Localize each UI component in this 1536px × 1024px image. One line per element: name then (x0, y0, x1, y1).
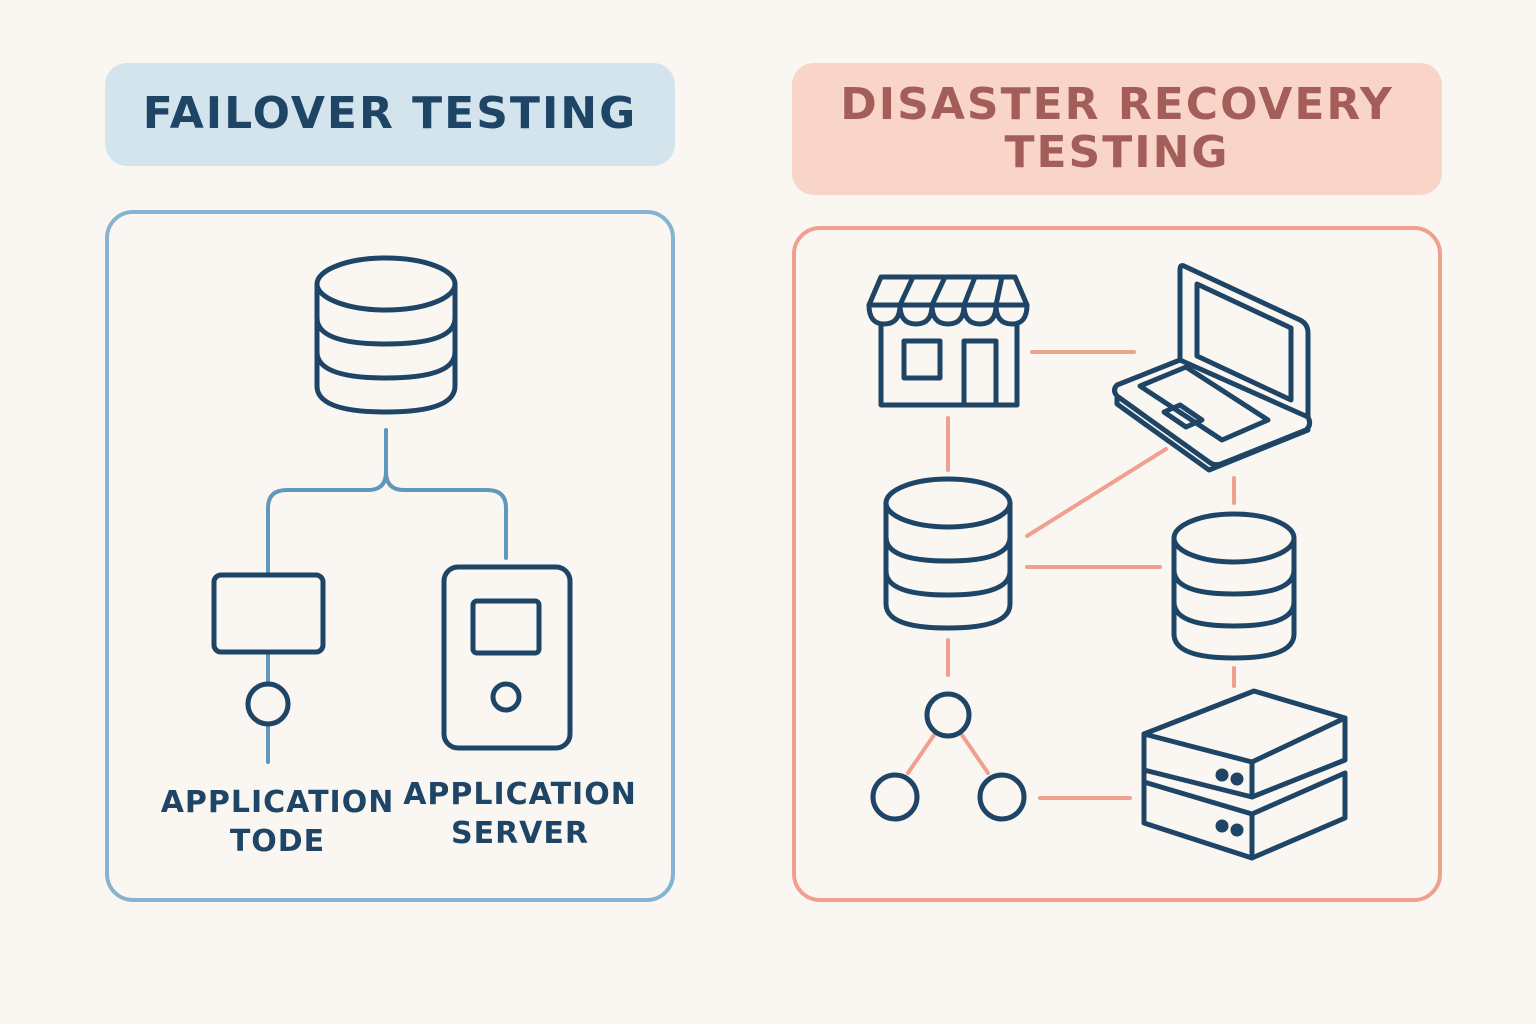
recovery-connector-lines (946, 350, 1236, 800)
failover-testing-panel (105, 210, 675, 902)
application-node-label-line2: TODE (229, 824, 326, 859)
failover-testing-title: FAILOVER TESTING (142, 88, 638, 140)
disaster-recovery-title-line1: DISASTER RECOVERY (840, 78, 1394, 130)
application-server-label-line1: APPLICATION (403, 777, 637, 812)
server-rack-icon (1141, 688, 1348, 861)
laptop-icon (1112, 263, 1313, 473)
disaster-recovery-title-line2: TESTING (1004, 127, 1230, 178)
failover-connector-lines (266, 428, 508, 764)
application-node-label: APPLICATION TODE (160, 783, 395, 861)
network-nodes-icon (870, 691, 1027, 822)
database-icon (314, 255, 458, 415)
application-node-label-line1: APPLICATION (160, 785, 395, 820)
database-icon (883, 476, 1013, 631)
application-node-icon (211, 572, 326, 727)
database-icon (1171, 511, 1297, 661)
failover-testing-header: FAILOVER TESTING (105, 63, 675, 166)
application-server-icon (441, 564, 573, 751)
disaster-recovery-testing-header: DISASTER RECOVERY TESTING (792, 63, 1442, 195)
disaster-recovery-panel (792, 226, 1442, 902)
application-server-label: APPLICATION SERVER (400, 775, 640, 853)
application-server-label-line2: SERVER (450, 816, 589, 851)
store-icon (866, 274, 1030, 408)
